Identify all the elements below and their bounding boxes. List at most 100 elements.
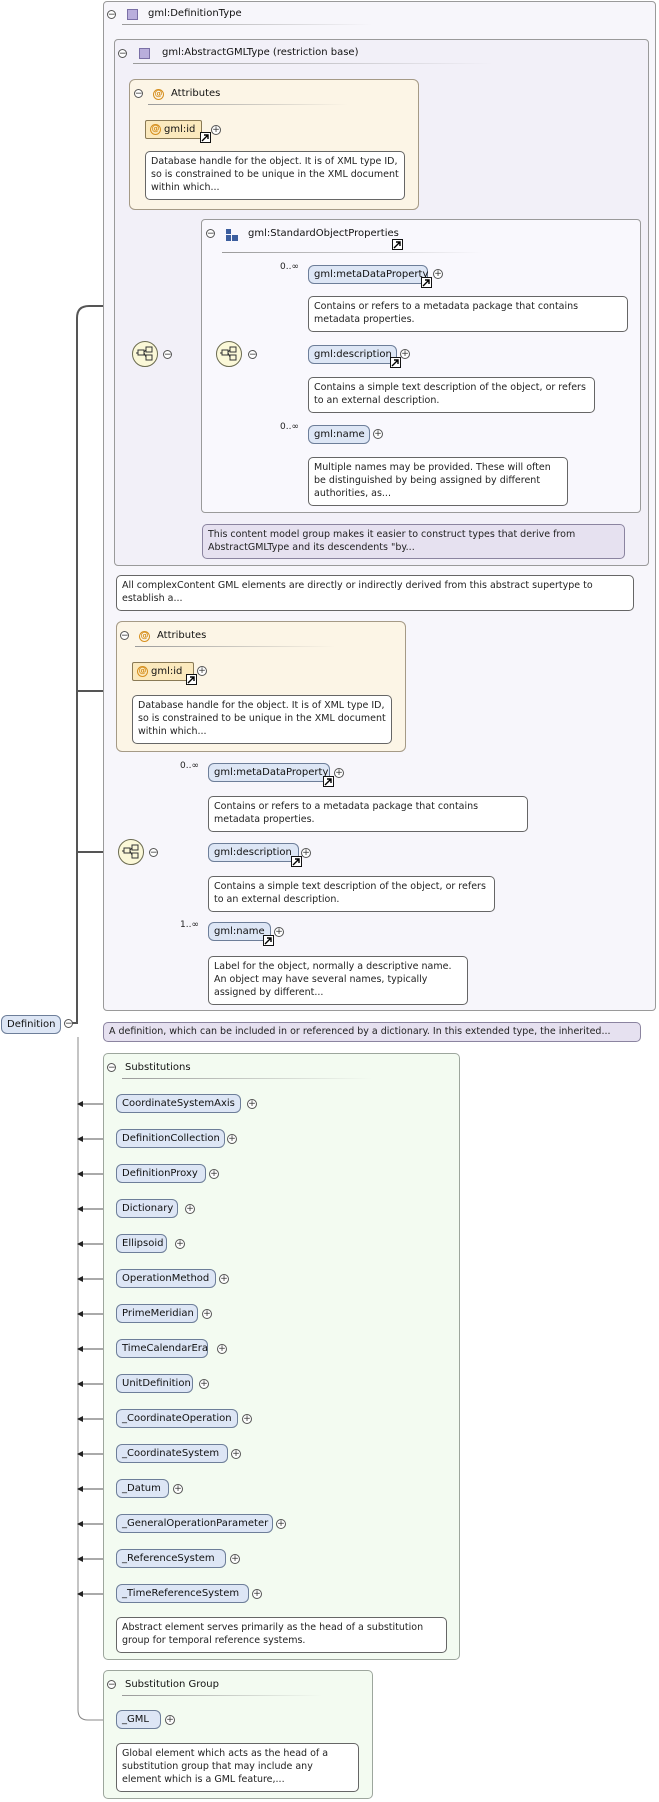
abstract-sequence-icon[interactable] — [132, 341, 158, 367]
definition-sequence-collapse-toggle[interactable]: − — [149, 848, 158, 858]
abstract-sequence-collapse-toggle[interactable]: − — [163, 350, 172, 360]
substitution-definitioncollection[interactable]: DefinitionCollection — [116, 1129, 225, 1148]
abstract-attributes-title: Attributes — [171, 88, 221, 99]
substitution-generaloperationparameter[interactable]: _GeneralOperationParameter — [116, 1514, 273, 1533]
reference-arrow-icon[interactable] — [323, 776, 334, 787]
root-element-definition[interactable]: Definition — [1, 1015, 61, 1034]
substitution-definitionproxy[interactable]: DefinitionProxy — [116, 1164, 206, 1183]
substitution-referencesystem[interactable]: _ReferenceSystem — [116, 1549, 226, 1568]
substitution-group-title-line — [122, 1695, 322, 1696]
expand-substitution[interactable]: + — [173, 1484, 183, 1494]
reference-arrow-icon[interactable] — [421, 277, 432, 288]
expand-substitution[interactable]: + — [202, 1309, 212, 1319]
substitution-operationmethod[interactable]: OperationMethod — [116, 1269, 216, 1288]
substitutions-collapse-toggle[interactable]: − — [107, 1063, 116, 1073]
expand-definition-metadataproperty[interactable]: + — [334, 768, 344, 778]
substitution-group-title: Substitution Group — [125, 1679, 219, 1690]
reference-arrow-icon[interactable] — [291, 856, 302, 867]
expand-substitution[interactable]: + — [185, 1204, 195, 1214]
substitution-timecalendarera[interactable]: TimeCalendarEra — [116, 1339, 208, 1358]
substitutions-title: Substitutions — [125, 1062, 191, 1073]
substitution-timereferencesystem[interactable]: _TimeReferenceSystem — [116, 1584, 249, 1603]
substitution-label: _Datum — [122, 1483, 161, 1494]
substitution-group-collapse-toggle[interactable]: − — [107, 1680, 116, 1690]
sop-sequence-icon[interactable] — [216, 341, 242, 367]
expand-sop-description[interactable]: + — [400, 349, 410, 359]
substitution-group-label: _GML — [122, 1714, 149, 1725]
substitution-coordinatesystem[interactable]: _CoordinateSystem — [116, 1444, 228, 1463]
definition-name-description: Label for the object, normally a descrip… — [208, 956, 468, 1005]
definition-element-label: gml:name — [214, 926, 265, 937]
expand-substitution[interactable]: + — [247, 1099, 257, 1109]
substitution-primemeridian[interactable]: PrimeMeridian — [116, 1304, 198, 1323]
abstract-attributes-collapse-toggle[interactable]: − — [134, 89, 143, 99]
expand-sop-metadataproperty[interactable]: + — [433, 269, 443, 279]
definition-sequence-icon[interactable] — [118, 839, 144, 865]
expand-sop-name[interactable]: + — [373, 429, 383, 439]
expand-substitution[interactable]: + — [175, 1239, 185, 1249]
substitution-unitdefinition[interactable]: UnitDefinition — [116, 1374, 193, 1393]
expand-substitution[interactable]: + — [252, 1589, 262, 1599]
sop-description-description: Contains a simple text description of th… — [308, 377, 595, 413]
sop-metadataproperty-description: Contains or refers to a metadata package… — [308, 296, 628, 332]
substitution-dictionary[interactable]: Dictionary — [116, 1199, 178, 1218]
definition-element-metadataproperty[interactable]: gml:metaDataProperty — [208, 763, 330, 782]
expand-substitution[interactable]: + — [231, 1449, 241, 1459]
definition-type-description: A definition, which can be included in o… — [103, 1022, 641, 1042]
expand-definition-name[interactable]: + — [274, 927, 284, 937]
substitution-label: _ReferenceSystem — [122, 1553, 215, 1564]
expand-substitution[interactable]: + — [209, 1169, 219, 1179]
definition-attributes-collapse-toggle[interactable]: − — [120, 631, 129, 641]
timereferencesystem-description: Abstract element serves primarily as the… — [116, 1617, 447, 1653]
substitution-coordinateoperation[interactable]: _CoordinateOperation — [116, 1409, 238, 1428]
substitution-datum[interactable]: _Datum — [116, 1479, 169, 1498]
sop-element-description[interactable]: gml:description — [308, 345, 397, 364]
definition-attribute-gml-id-label: gml:id — [151, 666, 183, 677]
definition-type-title-line — [122, 24, 372, 25]
abstract-gml-type-collapse-toggle[interactable]: − — [118, 49, 127, 59]
substitution-ellipsoid[interactable]: Ellipsoid — [116, 1234, 167, 1253]
expand-definition-description[interactable]: + — [301, 848, 311, 858]
substitution-group-gml[interactable]: _GML — [116, 1710, 161, 1729]
expand-substitution[interactable]: + — [227, 1134, 237, 1144]
attribute-gml-id[interactable]: @ gml:id — [145, 120, 202, 139]
substitution-label: DefinitionProxy — [122, 1168, 198, 1179]
root-element-label: Definition — [7, 1019, 56, 1030]
abstract-attributes-title-line — [148, 104, 348, 105]
sop-sequence-collapse-toggle[interactable]: − — [248, 350, 257, 360]
sop-element-name[interactable]: gml:name — [308, 425, 370, 444]
attribute-icon: @ — [139, 631, 150, 642]
expand-substitution[interactable]: + — [217, 1344, 227, 1354]
reference-arrow-icon[interactable] — [186, 674, 197, 685]
reference-arrow-icon[interactable] — [392, 239, 403, 250]
expand-substitution-group-gml[interactable]: + — [165, 1715, 175, 1725]
substitution-label: UnitDefinition — [122, 1378, 191, 1389]
expand-definition-attribute-gml-id[interactable]: + — [197, 666, 207, 676]
sop-element-metadataproperty[interactable]: gml:metaDataProperty — [308, 265, 428, 284]
reference-arrow-icon[interactable] — [390, 357, 401, 368]
definition-type-collapse-toggle[interactable]: − — [107, 10, 116, 20]
reference-arrow-icon[interactable] — [263, 935, 274, 946]
expand-substitution[interactable]: + — [230, 1554, 240, 1564]
expand-substitution[interactable]: + — [276, 1519, 286, 1529]
definition-type-title: gml:DefinitionType — [148, 8, 242, 19]
sop-title-line — [222, 252, 482, 253]
definition-element-description[interactable]: gml:description — [208, 843, 299, 862]
sop-collapse-toggle[interactable]: − — [206, 229, 215, 239]
sop-element-label: gml:description — [314, 349, 392, 360]
reference-arrow-icon[interactable] — [200, 132, 211, 143]
expand-substitution[interactable]: + — [199, 1379, 209, 1389]
expand-substitution[interactable]: + — [219, 1274, 229, 1284]
substitution-coordinatesystemaxis[interactable]: CoordinateSystemAxis — [116, 1094, 241, 1113]
sop-name-description: Multiple names may be provided. These wi… — [308, 457, 568, 506]
definition-attribute-gml-id[interactable]: @ gml:id — [132, 662, 194, 681]
definition-element-label: gml:description — [214, 847, 292, 858]
expand-attribute-gml-id[interactable]: + — [211, 125, 221, 135]
substitution-label: Ellipsoid — [122, 1238, 164, 1249]
substitution-label: CoordinateSystemAxis — [122, 1098, 235, 1109]
definition-element-name[interactable]: gml:name — [208, 922, 271, 941]
substitution-label: Dictionary — [122, 1203, 174, 1214]
group-icon — [226, 229, 238, 241]
expand-substitution[interactable]: + — [242, 1414, 252, 1424]
root-collapse-toggle[interactable]: − — [64, 1019, 73, 1029]
